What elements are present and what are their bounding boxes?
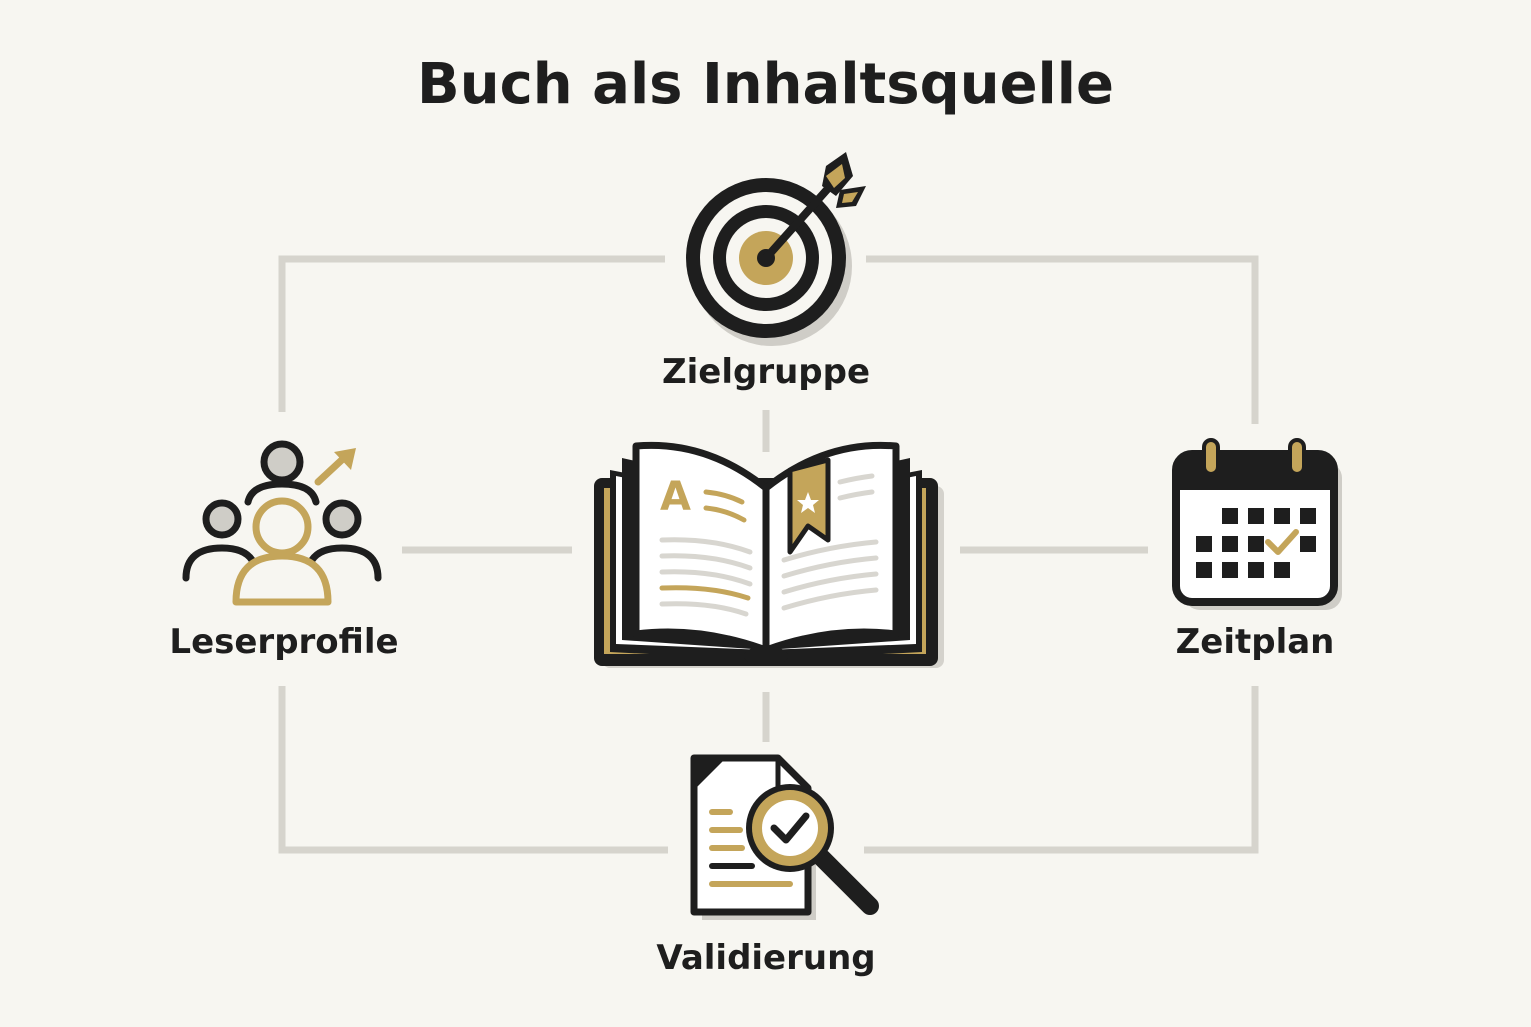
- connector-bottom-right: [864, 686, 1259, 854]
- connector-top-right: [866, 255, 1259, 424]
- diagram-title: Buch als Inhaltsquelle: [417, 52, 1114, 117]
- book-letter: A: [660, 474, 691, 520]
- label-zielgruppe: Zielgruppe: [661, 352, 871, 392]
- calendar-check-icon: [1172, 438, 1342, 610]
- label-zeitplan: Zeitplan: [1175, 622, 1335, 662]
- target-arrow-icon: [686, 152, 866, 346]
- connector-bottom-left: [278, 686, 668, 854]
- open-book-icon: A: [594, 441, 944, 668]
- reader-group-icon: [182, 440, 382, 606]
- connector-top-left: [278, 255, 665, 412]
- label-validierung: Validierung: [656, 938, 876, 978]
- connectors: [278, 255, 1259, 854]
- label-leserprofile: Leserprofile: [169, 622, 399, 662]
- document-magnifier-check-icon: [690, 754, 879, 920]
